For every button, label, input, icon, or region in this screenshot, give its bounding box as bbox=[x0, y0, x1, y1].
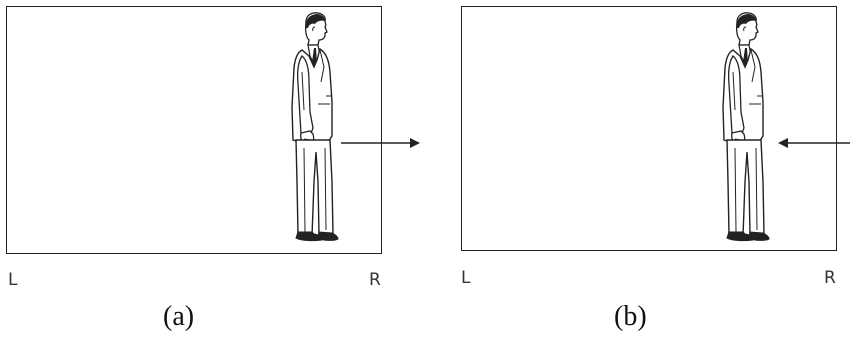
panel-a-right-label: R bbox=[369, 270, 381, 290]
panel-b-caption: (b) bbox=[614, 301, 647, 332]
panel-b-right-label: R bbox=[824, 268, 836, 288]
panel-a-frame bbox=[6, 6, 382, 254]
panel-b-frame bbox=[461, 6, 837, 251]
panel-a-caption: (a) bbox=[163, 301, 195, 332]
panel-b-left-label: L bbox=[461, 268, 471, 288]
panel-a-left-label: L bbox=[8, 270, 18, 290]
